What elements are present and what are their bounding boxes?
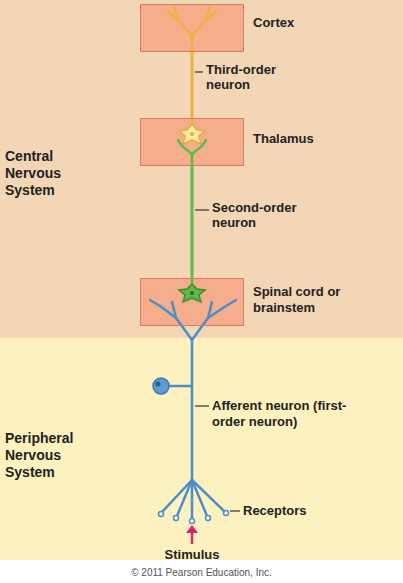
region-label: Cortex: [253, 15, 373, 31]
third-order-soma: [179, 118, 205, 144]
region-label: Thalamus: [253, 131, 373, 147]
leader-lines: [195, 72, 240, 511]
axon-connector: [192, 52, 193, 118]
neuron-label: Third-order neuron: [206, 62, 301, 92]
cns-band: Central Nervous System CortexThalamusSpin…: [0, 0, 403, 338]
node-fill: [140, 278, 244, 326]
region-label: Spinal cord or brainstem: [253, 284, 343, 316]
node-fill: [0, 338, 403, 560]
cortex-box: Cortex: [140, 4, 244, 52]
neuron-label: Afferent neuron (first-order neuron): [212, 398, 362, 430]
receptor-label: Receptors: [243, 503, 353, 519]
second-order-terminals: [178, 140, 206, 166]
system-label: Central Nervous System: [5, 148, 83, 199]
pns-band: Peripheral Nervous System: [0, 338, 403, 560]
afferent-nucleus: [156, 382, 161, 387]
spinal-cord-box: Spinal cord or brainstem: [140, 278, 244, 326]
node-fill: [140, 118, 244, 166]
afferent-neuron: [150, 300, 236, 518]
thalamus-box: Thalamus: [140, 118, 244, 166]
system-label: Peripheral Nervous System: [5, 430, 87, 481]
receptor-endings: [159, 511, 229, 524]
stimulus-label: Stimulus: [142, 547, 242, 563]
afferent-soma: [153, 378, 169, 394]
node-fill: [0, 0, 403, 338]
second-order-soma: [179, 278, 205, 302]
copyright-note: © 2011 Pearson Education, Inc.: [0, 566, 403, 579]
node-fill: [140, 4, 244, 52]
axon-connector: [192, 166, 193, 278]
neuron-label: Second-order neuron: [212, 200, 317, 230]
stimulus-arrow: [186, 525, 198, 544]
third-order-dendrites: [168, 6, 216, 52]
